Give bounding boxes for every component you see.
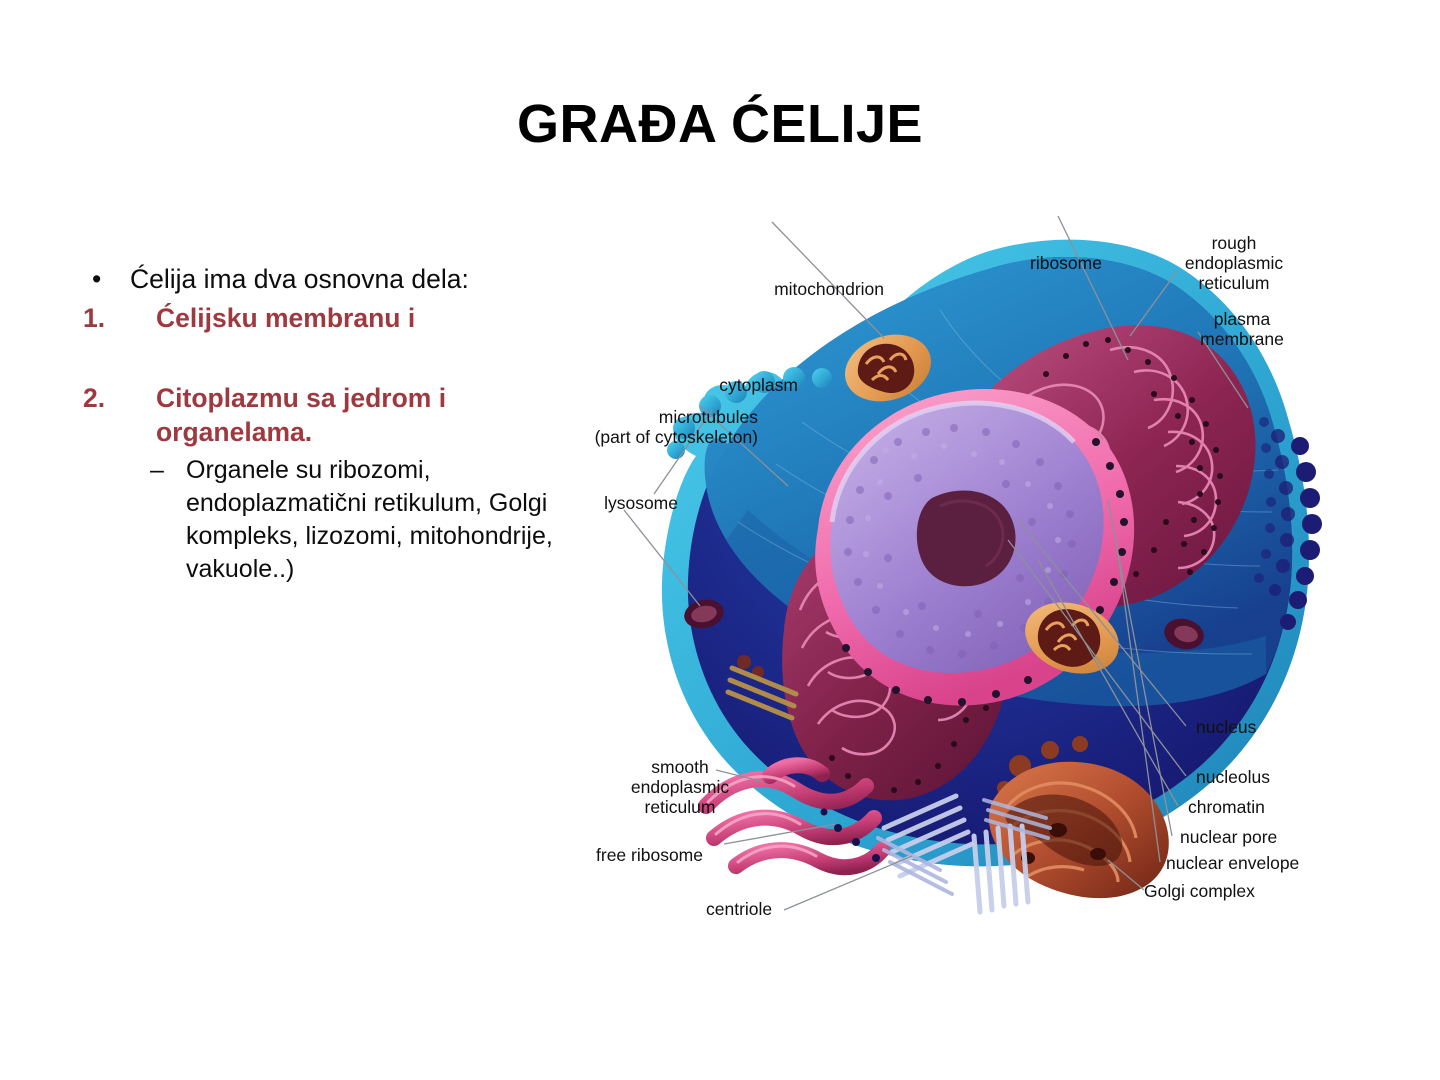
label-smooth-er-line1: smooth <box>651 757 709 777</box>
label-cytoplasm: cytoplasm <box>719 375 798 395</box>
animal-cell-diagram: mitochondrion cytoplasm microtubules (pa… <box>588 210 1428 930</box>
sub-bullet-item: – Organele su ribozomi, endoplazmatični … <box>78 454 598 586</box>
label-microtubules-line2: (part of cytoskeleton) <box>594 427 758 447</box>
golgi-vesicle-holes <box>1021 823 1106 864</box>
label-golgi-complex: Golgi complex <box>1144 881 1255 901</box>
page-title: GRAĐA ĆELIJE <box>516 94 924 154</box>
label-nucleolus: nucleolus <box>1196 767 1270 787</box>
lysosome-left <box>684 599 724 629</box>
numbered-item-2: 2. Citoplazmu sa jedrom i organelama. <box>78 382 598 450</box>
label-free-ribosome: free ribosome <box>596 845 703 865</box>
chromatin-texture <box>844 424 1076 658</box>
numbered-item-2-marker: 2. <box>83 383 106 414</box>
label-microtubules-line1: microtubules <box>658 407 758 427</box>
label-rough-er-line1: rough <box>1211 233 1257 253</box>
numbered-item-1: 1. Ćelijsku membranu i <box>78 302 598 336</box>
label-nuclear-pore: nuclear pore <box>1180 827 1278 847</box>
label-chromatin: chromatin <box>1188 797 1265 817</box>
golgi-complex-shape <box>989 761 1169 899</box>
label-leader-lines <box>623 215 1249 911</box>
label-plasma-membrane-line2: membrane <box>1200 329 1284 349</box>
label-nucleus: nucleus <box>1196 717 1257 737</box>
numbered-item-1-label: Ćelijsku membranu i <box>156 303 416 334</box>
label-ribosome: ribosome <box>1030 253 1102 273</box>
centriole-shape <box>876 793 1052 915</box>
label-centriole: centriole <box>706 899 773 919</box>
label-plasma-membrane-line1: plasma <box>1213 309 1271 329</box>
sub-bullet-text: Organele su ribozomi, endoplazmatični re… <box>186 456 553 584</box>
dash-icon: – <box>150 456 164 485</box>
label-nuclear-envelope: nuclear envelope <box>1166 853 1300 873</box>
cytoskeleton-fibers <box>725 665 799 721</box>
intro-bullet-text: Ćelija ima dva osnovna dela: <box>130 264 469 294</box>
label-rough-er-line2: endoplasmic <box>1184 253 1284 273</box>
label-mitochondrion: mitochondrion <box>774 279 884 299</box>
membrane-ribosome-knobs <box>1254 417 1322 630</box>
free-ribosome-dots <box>820 808 880 862</box>
chromatin-texture-light <box>863 443 1061 637</box>
smooth-endoplasmic-reticulum-shape <box>698 757 890 876</box>
cell-illustration <box>623 215 1322 915</box>
content-body: • Ćelija ima dva osnovna dela: 1. Ćelijs… <box>78 262 598 586</box>
mitochondrion-upper <box>845 334 931 402</box>
label-smooth-er-line2: endoplasmic <box>630 777 730 797</box>
bullet-icon: • <box>92 264 102 294</box>
label-lysosome: lysosome <box>604 493 678 513</box>
intro-bullet-item: • Ćelija ima dva osnovna dela: <box>78 262 598 296</box>
lysosome-right <box>1164 618 1204 650</box>
label-rough-er-line3: reticulum <box>1198 273 1270 293</box>
nucleolus-shape <box>916 490 1016 587</box>
numbered-item-1-marker: 1. <box>83 303 106 334</box>
numbered-item-2-label: Citoplazmu sa jedrom i organelama. <box>156 383 447 448</box>
rough-er-ribosome-dots <box>1043 337 1223 603</box>
label-smooth-er-line3: reticulum <box>644 797 716 817</box>
spacer <box>78 336 598 382</box>
